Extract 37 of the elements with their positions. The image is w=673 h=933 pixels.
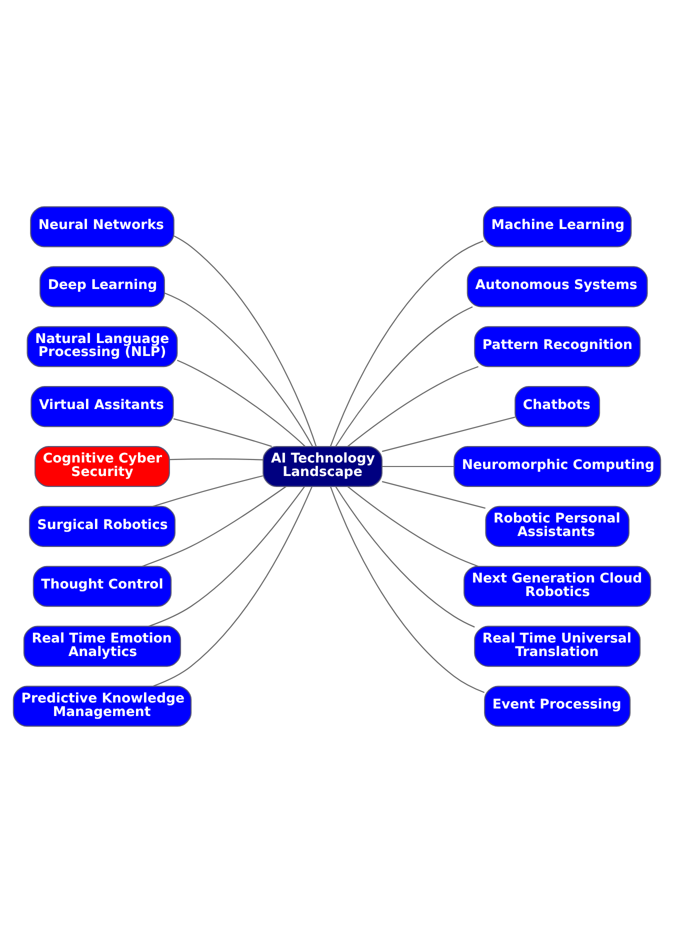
connector (382, 466, 454, 468)
connector (164, 292, 313, 447)
node-box: Event Processing (484, 686, 630, 727)
node-box: Neural Networks (30, 206, 174, 248)
node-box: Real Time Emotion Analytics (22, 626, 181, 667)
node-box: Cognitive Cyber Security (34, 446, 170, 488)
connector (330, 486, 484, 693)
node-box: Predictive Knowledge Management (12, 686, 192, 727)
connector (152, 486, 312, 687)
connector (330, 240, 483, 447)
node-box: Chatbots (514, 386, 600, 428)
connector (176, 360, 305, 447)
connector (381, 481, 485, 509)
node-box: Surgical Robotics (28, 506, 175, 547)
connector (381, 416, 515, 452)
connector (346, 366, 478, 447)
connector (169, 458, 262, 460)
node-box: Thought Control (32, 566, 172, 607)
node-box: AI Technology Landscape (262, 446, 382, 488)
node-box: Machine Learning (482, 206, 632, 248)
node-box: Robotic Personal Assistants (484, 506, 629, 547)
connector (148, 486, 304, 627)
node-box: Virtual Assitants (30, 386, 174, 428)
connector (346, 486, 478, 567)
node-box: Next Generation Cloud Robotics (463, 566, 651, 607)
node-box: Autonomous Systems (466, 266, 648, 308)
node-box: Natural Language Processing (NLP) (26, 326, 178, 368)
connector (152, 475, 262, 507)
node-box: Neuromorphic Computing (453, 446, 661, 488)
connector (334, 486, 474, 628)
connector (334, 306, 472, 447)
node-box: Deep Learning (39, 266, 164, 308)
connector (172, 418, 272, 447)
node-box: Pattern Recognition (474, 326, 640, 368)
connector (173, 236, 316, 447)
node-box: Real Time Universal Translation (474, 626, 640, 667)
connector (142, 486, 286, 567)
